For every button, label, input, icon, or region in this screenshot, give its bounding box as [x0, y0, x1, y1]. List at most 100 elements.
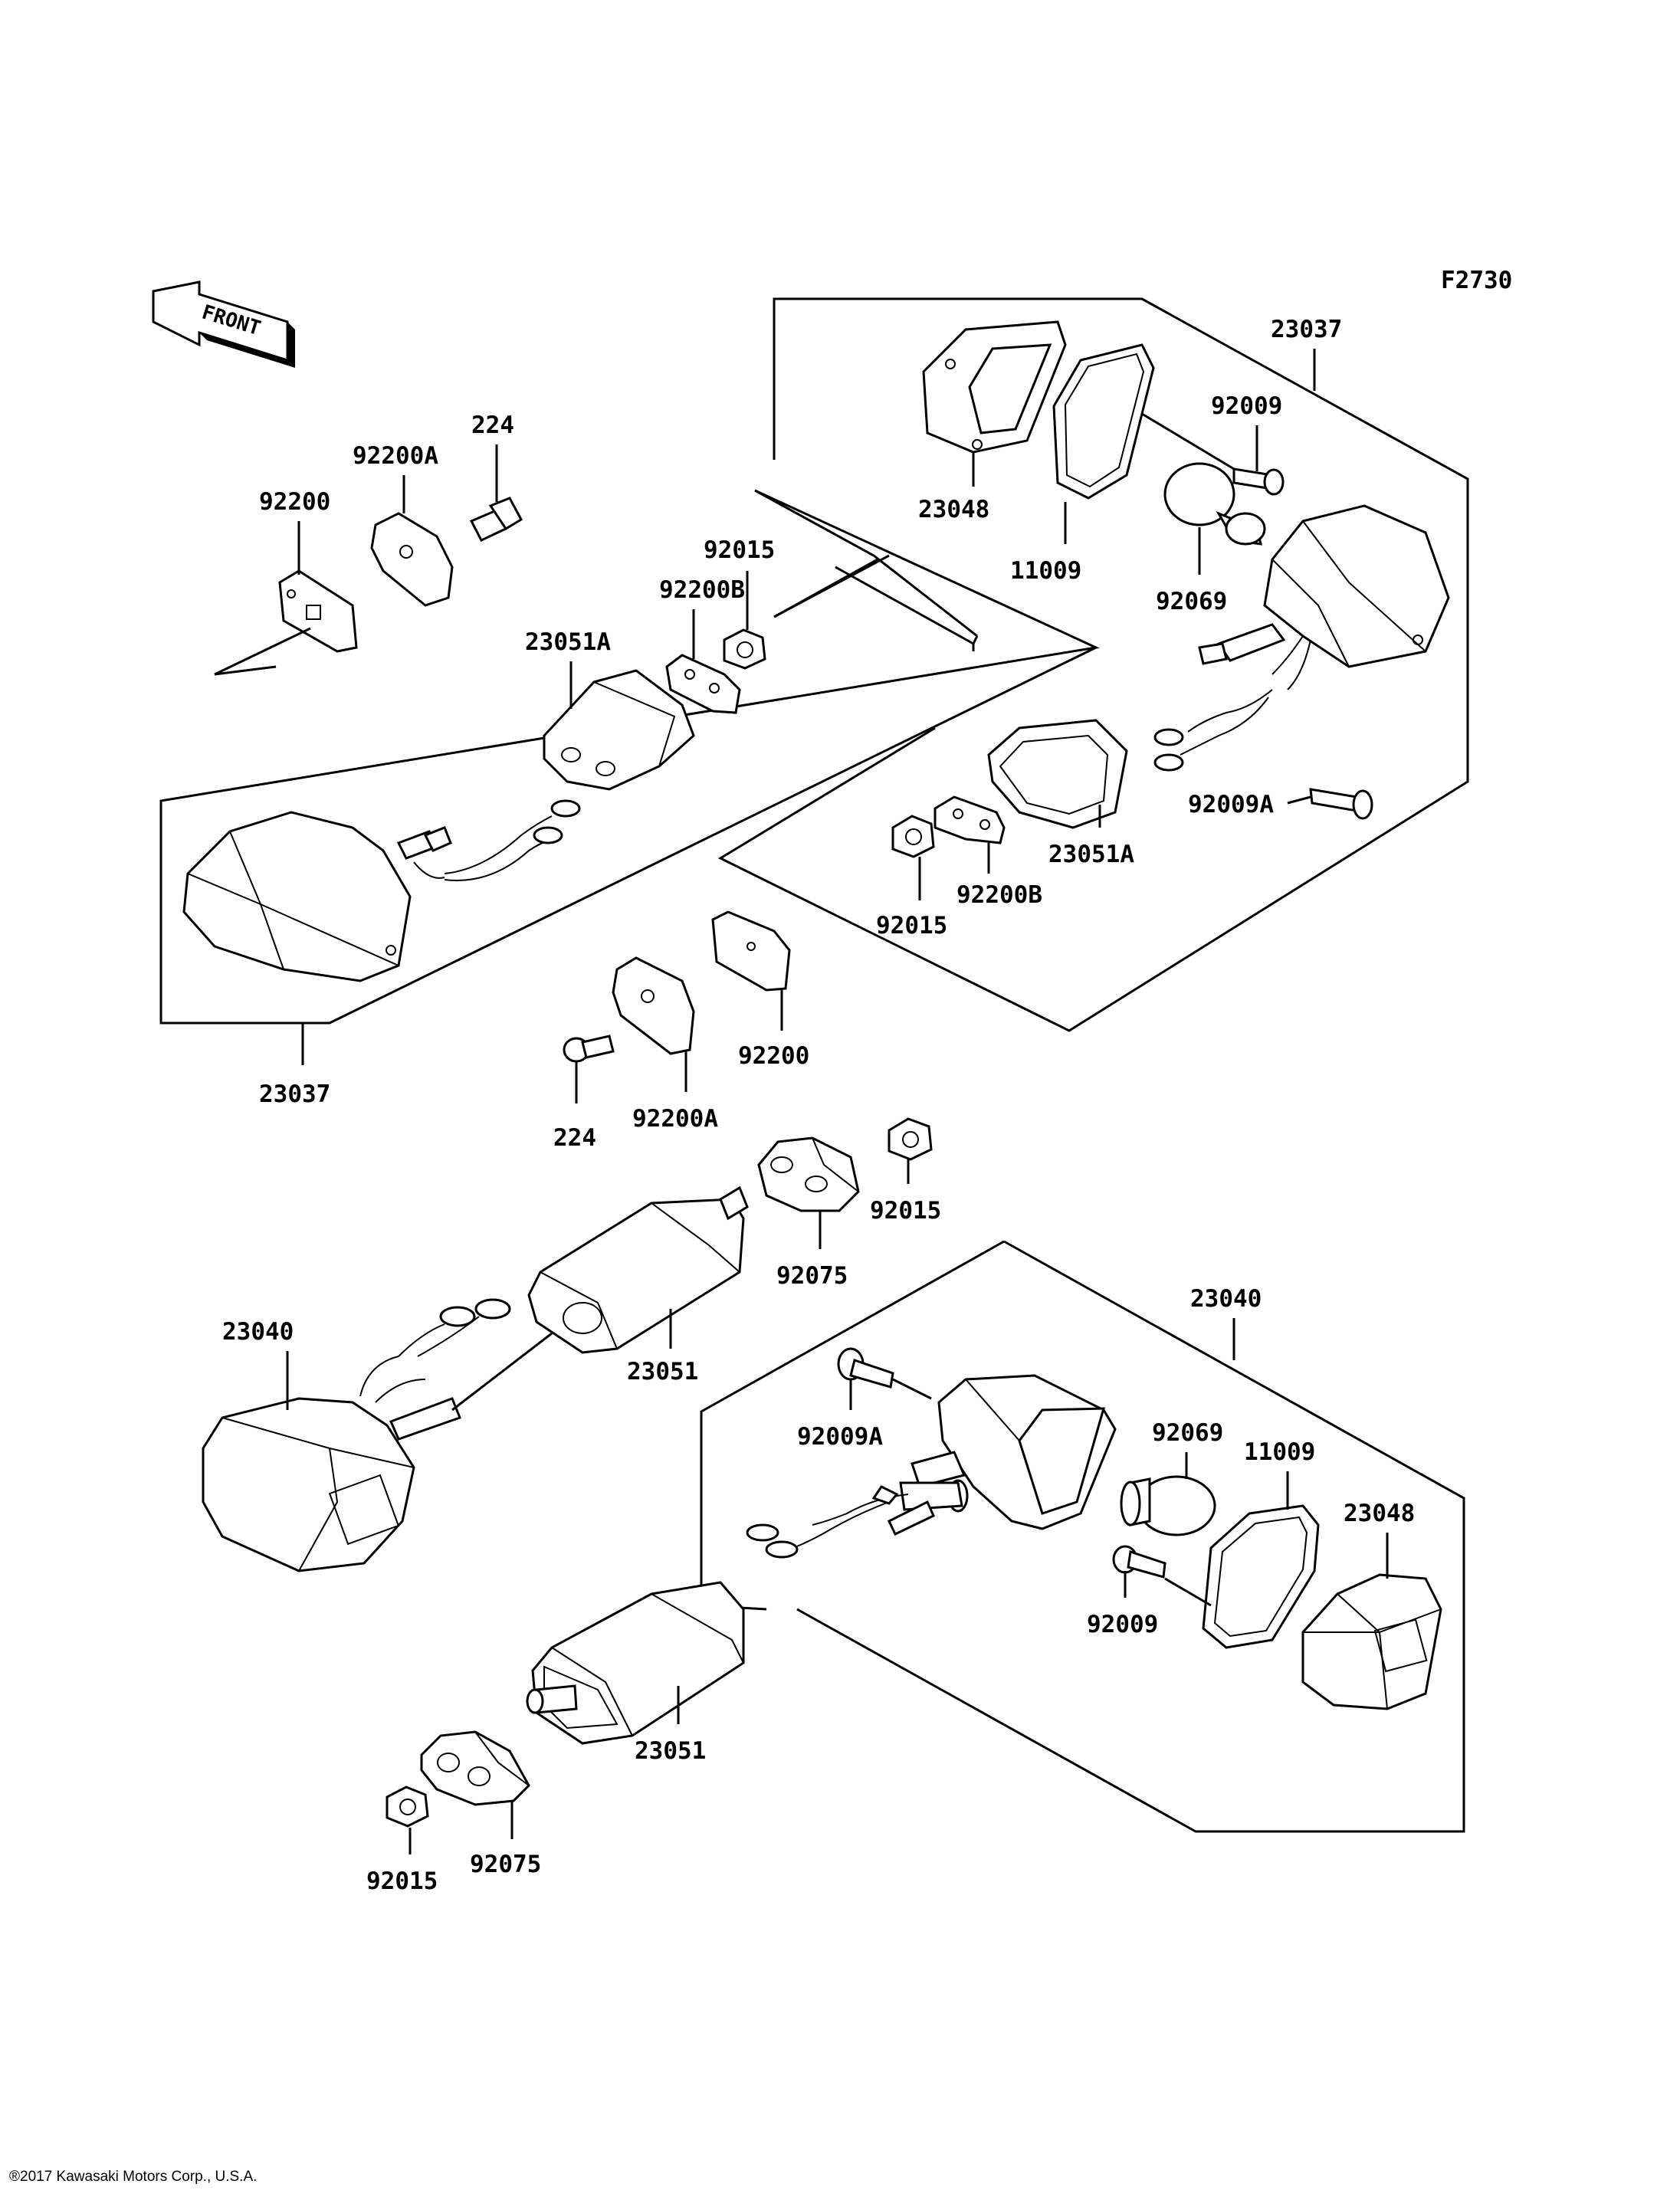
nut-92015-right — [891, 815, 935, 858]
svg-text:92009A: 92009A — [797, 1423, 883, 1451]
plate-92200-mid — [711, 910, 791, 992]
svg-text:92069: 92069 — [1152, 1419, 1223, 1447]
callout-23037-left: 23037 — [259, 1023, 330, 1108]
svg-text:23051: 23051 — [627, 1358, 698, 1385]
callout-23051A-right: 23051A — [1048, 805, 1134, 868]
plate-92200B-right — [934, 795, 1006, 844]
svg-text:92200: 92200 — [738, 1042, 809, 1070]
svg-text:23048: 23048 — [1344, 1500, 1415, 1527]
callout-11009-top: 11009 — [1010, 502, 1081, 585]
bolt-224-top — [469, 497, 523, 542]
screw-92009-bottom — [1112, 1545, 1166, 1579]
callout-92009A-bottom: 92009A — [797, 1378, 932, 1451]
callout-23048-top: 23048 — [918, 452, 989, 523]
svg-text:23051A: 23051A — [1048, 841, 1134, 868]
lens-23048-bottom — [1301, 1573, 1442, 1710]
callout-92200B-left: 92200B — [659, 576, 745, 659]
callout-23051A-left: 23051A — [525, 628, 611, 709]
callout-92015-bottom: 92015 — [366, 1828, 438, 1895]
housing-23037-top — [1198, 504, 1450, 690]
callout-23048-bottom: 23048 — [1344, 1500, 1415, 1579]
svg-text:11009: 11009 — [1244, 1438, 1315, 1466]
tube-23051-bottom — [526, 1581, 745, 1745]
svg-text:92015: 92015 — [870, 1197, 941, 1225]
callout-11009-bottom: 11009 — [1244, 1438, 1315, 1510]
svg-text:92200A: 92200A — [632, 1105, 718, 1133]
callout-23051-bottom: 23051 — [635, 1686, 706, 1765]
svg-text:224: 224 — [471, 412, 514, 439]
signal-23040-right — [899, 1374, 1117, 1530]
bracket-92200A-top — [370, 512, 454, 607]
spacer-92075-bottom — [420, 1730, 530, 1806]
callout-23040-left: 23040 — [222, 1318, 553, 1412]
svg-text:92200B: 92200B — [956, 881, 1042, 909]
callout-92069-top: 92069 — [1156, 527, 1227, 615]
svg-text:23037: 23037 — [1271, 316, 1342, 343]
svg-text:92015: 92015 — [366, 1867, 438, 1895]
screw-92009A-bottom — [837, 1347, 894, 1389]
assembly-frame-top-left — [159, 489, 1101, 1025]
spacer-92075-mid — [757, 1136, 860, 1212]
callout-23040-right: 23040 — [1190, 1285, 1262, 1360]
svg-text:23051: 23051 — [635, 1737, 706, 1765]
callout-92200A-mid: 92200A — [632, 1050, 718, 1133]
bulb-92069-bottom — [1120, 1475, 1216, 1536]
svg-text:92009: 92009 — [1087, 1611, 1158, 1638]
svg-text:224: 224 — [553, 1124, 596, 1152]
copyright-notice: ®2017 Kawasaki Motors Corp., U.S.A. — [9, 2169, 258, 2185]
callout-224-top: 224 — [471, 412, 514, 502]
callout-92200-top: 92200 — [214, 488, 330, 676]
svg-text:92015: 92015 — [876, 912, 947, 939]
svg-text:23051A: 23051A — [525, 628, 611, 656]
callout-92075-bottom: 92075 — [470, 1801, 541, 1878]
callout-92015-right: 92015 — [876, 857, 947, 939]
callout-92075-mid: 92075 — [776, 1211, 848, 1290]
svg-text:23048: 23048 — [918, 496, 989, 523]
bracket-92200A-mid — [612, 956, 695, 1055]
grommet-23051A-left — [543, 669, 695, 791]
svg-text:92069: 92069 — [1156, 588, 1227, 615]
wire-connectors-left — [444, 799, 581, 881]
gasket-11009-bottom — [1202, 1504, 1320, 1649]
callout-92200A-top: 92200A — [353, 442, 438, 513]
callout-23051-mid: 23051 — [627, 1309, 698, 1385]
front-arrow-icon: FRONT — [152, 280, 295, 368]
svg-text:92009: 92009 — [1211, 392, 1282, 420]
housing-23037-left — [182, 811, 452, 982]
svg-text:23040: 23040 — [1190, 1285, 1262, 1313]
svg-text:23037: 23037 — [259, 1080, 330, 1108]
callout-92009-top: 92009 — [1141, 392, 1282, 471]
svg-text:92009A: 92009A — [1188, 791, 1274, 818]
lens-23048-top — [922, 320, 1067, 454]
gasket-11009-top — [1052, 343, 1155, 500]
nut-92015-mid — [888, 1117, 933, 1161]
svg-text:92075: 92075 — [470, 1851, 541, 1878]
nut-92015-left — [723, 628, 766, 670]
wire-connectors-right — [746, 1485, 935, 1559]
callout-23037-top: 23037 — [1271, 316, 1342, 391]
diagram-code: F2730 — [1441, 267, 1512, 294]
bolt-224-mid — [563, 1035, 615, 1063]
callout-92009-bottom: 92009 — [1087, 1571, 1212, 1638]
svg-text:11009: 11009 — [1010, 557, 1081, 585]
svg-text:92200B: 92200B — [659, 576, 745, 604]
wire-connectors-top — [1153, 689, 1273, 772]
screw-92009A-top — [1309, 788, 1373, 820]
nut-92015-bottom — [386, 1785, 429, 1828]
callout-92015-left: 92015 — [704, 536, 775, 630]
screw-92009-top — [1232, 467, 1285, 496]
callout-92009A-top: 92009A — [1188, 791, 1311, 818]
callout-224-mid: 224 — [553, 1061, 596, 1152]
plate-92200B-left — [665, 654, 741, 714]
plate-92200-top — [278, 569, 358, 653]
grommet-23051A-right — [987, 719, 1128, 829]
callout-92015-mid: 92015 — [870, 1159, 941, 1225]
signal-23040-left — [202, 1298, 511, 1572]
callout-92200B-right: 92200B — [956, 843, 1042, 909]
svg-text:92015: 92015 — [704, 536, 775, 564]
svg-text:92075: 92075 — [776, 1262, 848, 1290]
assembly-frame-bottom-right — [700, 1240, 1465, 1833]
tube-23051-mid — [527, 1185, 749, 1354]
bulb-92069-top — [1163, 462, 1266, 546]
assembly-frame-top-right — [717, 297, 1469, 1032]
